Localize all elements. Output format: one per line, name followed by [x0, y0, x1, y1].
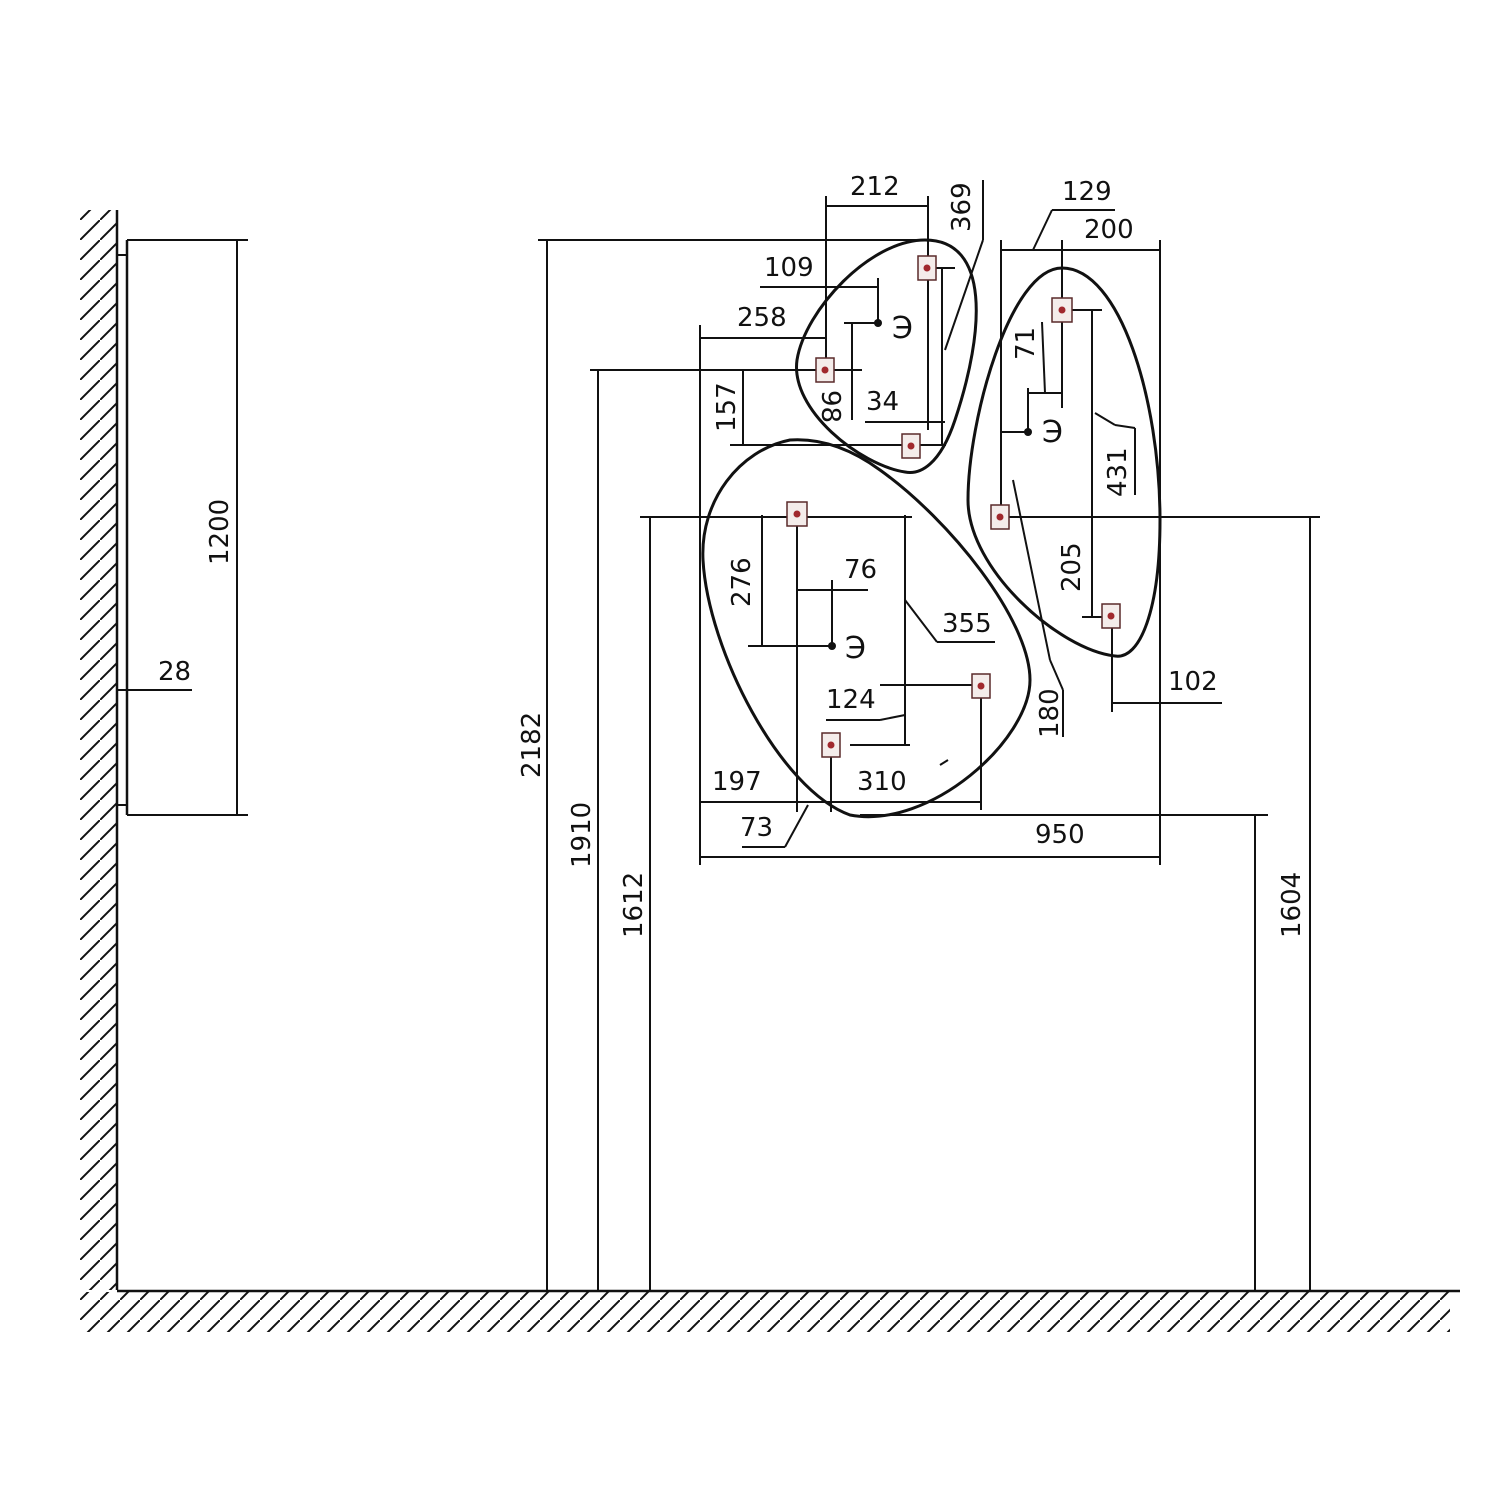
- dim-2182: 2182: [517, 712, 547, 778]
- mount-point-icon: [990, 504, 1010, 530]
- dim-1910: 1910: [567, 802, 597, 868]
- dim-431: 431: [1103, 447, 1133, 497]
- bottom-mirror-dimension-lines: [700, 515, 1160, 858]
- dim-1612: 1612: [619, 872, 649, 938]
- dim-310: 310: [857, 767, 907, 797]
- dim-98: 98: [815, 390, 845, 423]
- dim-129: 129: [1062, 177, 1112, 207]
- dim-71: 71: [1011, 327, 1041, 360]
- mount-point-icon: [901, 433, 921, 459]
- dim-200: 200: [1084, 215, 1134, 245]
- mounting-points: [786, 255, 1121, 758]
- socket-symbol-bottom: Э: [845, 631, 866, 666]
- mirror-side-view: [117, 239, 248, 816]
- mirror-right: [966, 266, 1162, 658]
- floor: [80, 1289, 1460, 1332]
- mirror-top: [795, 238, 978, 474]
- mount-point-icon: [917, 255, 937, 281]
- dim-180: 180: [1035, 688, 1065, 738]
- mount-point-icon: [821, 732, 841, 758]
- dim-369: 369: [947, 182, 977, 232]
- dim-212: 212: [850, 172, 900, 202]
- dim-124: 124: [826, 685, 876, 715]
- dim-157: 157: [712, 382, 742, 432]
- dim-109: 109: [764, 253, 814, 283]
- mount-point-icon: [786, 501, 808, 527]
- dim-76: 76: [844, 555, 877, 585]
- mount-point-icon: [1101, 603, 1121, 629]
- dim-258: 258: [737, 303, 787, 333]
- socket-symbol-top: Э: [892, 311, 913, 346]
- dim-cabinet-height: 1200: [205, 499, 235, 565]
- dim-102: 102: [1168, 667, 1218, 697]
- mount-point-icon: [815, 357, 835, 383]
- wall: [80, 210, 119, 1290]
- dim-276: 276: [727, 557, 757, 607]
- dim-34: 34: [866, 387, 899, 417]
- dim-1604: 1604: [1277, 872, 1307, 938]
- dim-cabinet-depth: 28: [158, 657, 191, 687]
- mount-point-icon: [1051, 297, 1073, 323]
- dim-197: 197: [712, 767, 762, 797]
- dim-355: 355: [942, 609, 992, 639]
- mount-point-icon: [971, 673, 991, 699]
- top-mirror-dimension-lines: [699, 180, 984, 865]
- socket-symbol-right: Э: [1042, 415, 1063, 450]
- dim-73: 73: [740, 813, 773, 843]
- right-mirror-dimension-lines: [1000, 209, 1222, 865]
- mirror-bottom: [701, 438, 1032, 819]
- dim-950: 950: [1035, 820, 1085, 850]
- dim-205: 205: [1057, 542, 1087, 592]
